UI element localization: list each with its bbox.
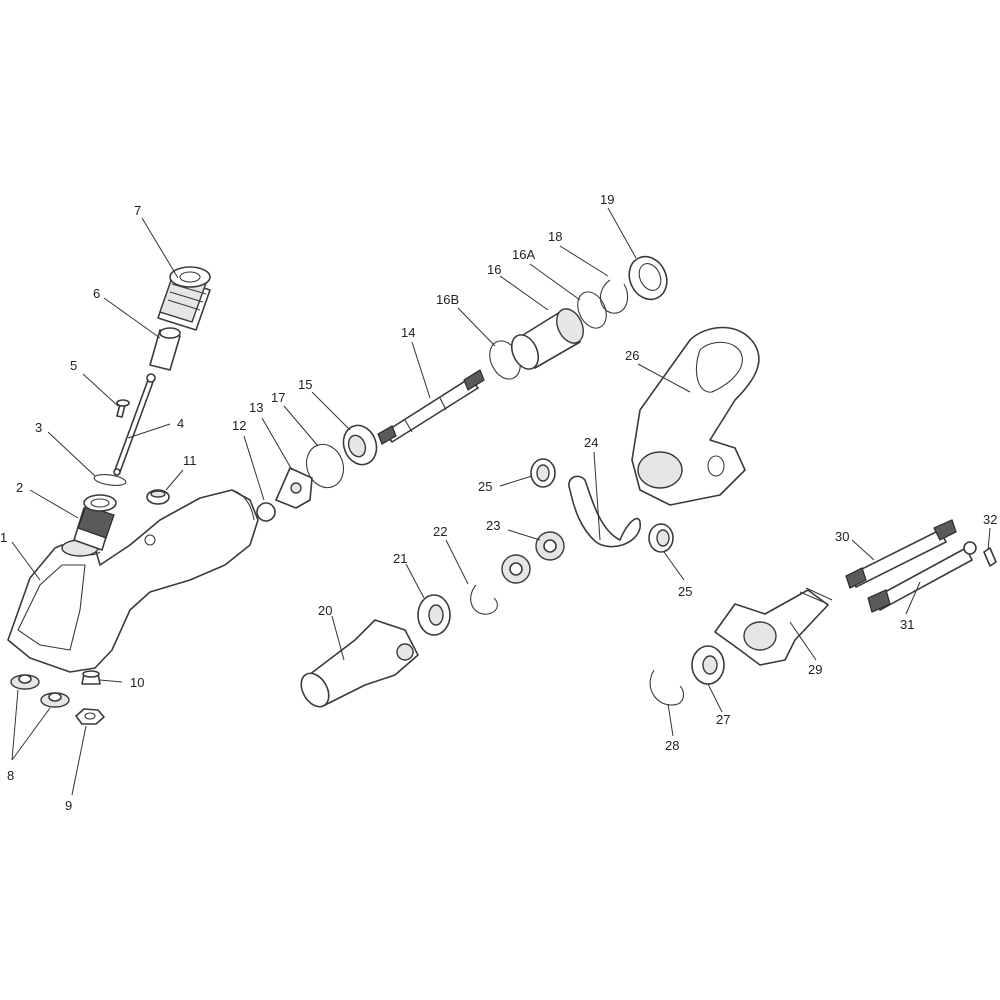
callout-25-lower: 25 (678, 584, 692, 599)
part-handle-lever (631, 326, 760, 506)
callout-31: 31 (900, 617, 914, 632)
callout-28: 28 (665, 738, 679, 753)
callout-labels: 1 2 3 4 5 6 7 8 9 10 11 12 13 17 15 14 1… (0, 192, 997, 813)
callout-32: 32 (983, 512, 997, 527)
part-bearing-27 (691, 645, 725, 685)
callout-17: 17 (271, 390, 285, 405)
part-threaded-nipple (73, 494, 117, 551)
callout-16: 16 (487, 262, 501, 277)
callout-21: 21 (393, 551, 407, 566)
part-ring-16a (577, 291, 607, 329)
part-cylinder-16 (510, 308, 584, 370)
callout-4: 4 (177, 416, 184, 431)
callout-25-upper: 25 (478, 479, 492, 494)
callout-29: 29 (808, 662, 822, 677)
leader-lines (11, 207, 991, 796)
part-nut (75, 708, 105, 725)
callout-30: 30 (835, 529, 849, 544)
callout-6: 6 (93, 286, 100, 301)
callout-26: 26 (625, 348, 639, 363)
callout-11: 11 (183, 453, 197, 468)
callout-5: 5 (70, 358, 77, 373)
part-screw (116, 399, 130, 418)
part-housing (7, 489, 259, 673)
callout-15: 15 (298, 377, 312, 392)
callout-27: 27 (716, 712, 730, 727)
part-pin-32 (983, 547, 997, 567)
part-gear-housing-20 (300, 619, 419, 708)
part-circlip-28 (649, 669, 685, 706)
part-lower-housing (714, 587, 833, 666)
part-bearing-21 (417, 594, 451, 636)
part-ball (256, 502, 276, 522)
callout-14: 14 (401, 325, 415, 340)
callout-9: 9 (65, 798, 72, 813)
part-bushing-25a (530, 458, 556, 488)
callout-23: 23 (486, 518, 500, 533)
callout-22: 22 (433, 524, 447, 539)
callout-18: 18 (548, 229, 562, 244)
callout-16b: 16B (436, 292, 459, 307)
callout-3: 3 (35, 420, 42, 435)
part-shaft-30 (845, 519, 957, 589)
callout-8: 8 (7, 768, 14, 783)
part-knurled-knob (157, 266, 211, 331)
callout-19: 19 (600, 192, 614, 207)
part-sleeve (149, 327, 181, 371)
callout-12: 12 (232, 418, 246, 433)
callout-16a: 16A (512, 247, 535, 262)
part-circlip-22 (470, 584, 498, 615)
part-bearing-15 (342, 424, 378, 466)
part-plug (146, 489, 170, 505)
part-shaft-31 (867, 541, 977, 613)
part-fitting-10 (81, 670, 101, 685)
part-o-ring-3 (93, 474, 127, 486)
part-cam-coupler (275, 467, 313, 509)
part-spring-clip (568, 475, 641, 548)
part-circlip-18 (599, 279, 629, 314)
part-bushing-25b (648, 523, 674, 553)
part-pin-rod (113, 373, 156, 476)
callout-2: 2 (16, 480, 23, 495)
part-bevel-gears (501, 531, 565, 584)
callout-13: 13 (249, 400, 263, 415)
callout-7: 7 (134, 203, 141, 218)
callout-24: 24 (584, 435, 598, 450)
part-fittings-8 (10, 674, 70, 708)
callout-20: 20 (318, 603, 332, 618)
part-shaft-14 (377, 369, 485, 445)
callout-1: 1 (0, 530, 7, 545)
callout-10: 10 (130, 675, 144, 690)
part-washer-19 (628, 255, 668, 301)
